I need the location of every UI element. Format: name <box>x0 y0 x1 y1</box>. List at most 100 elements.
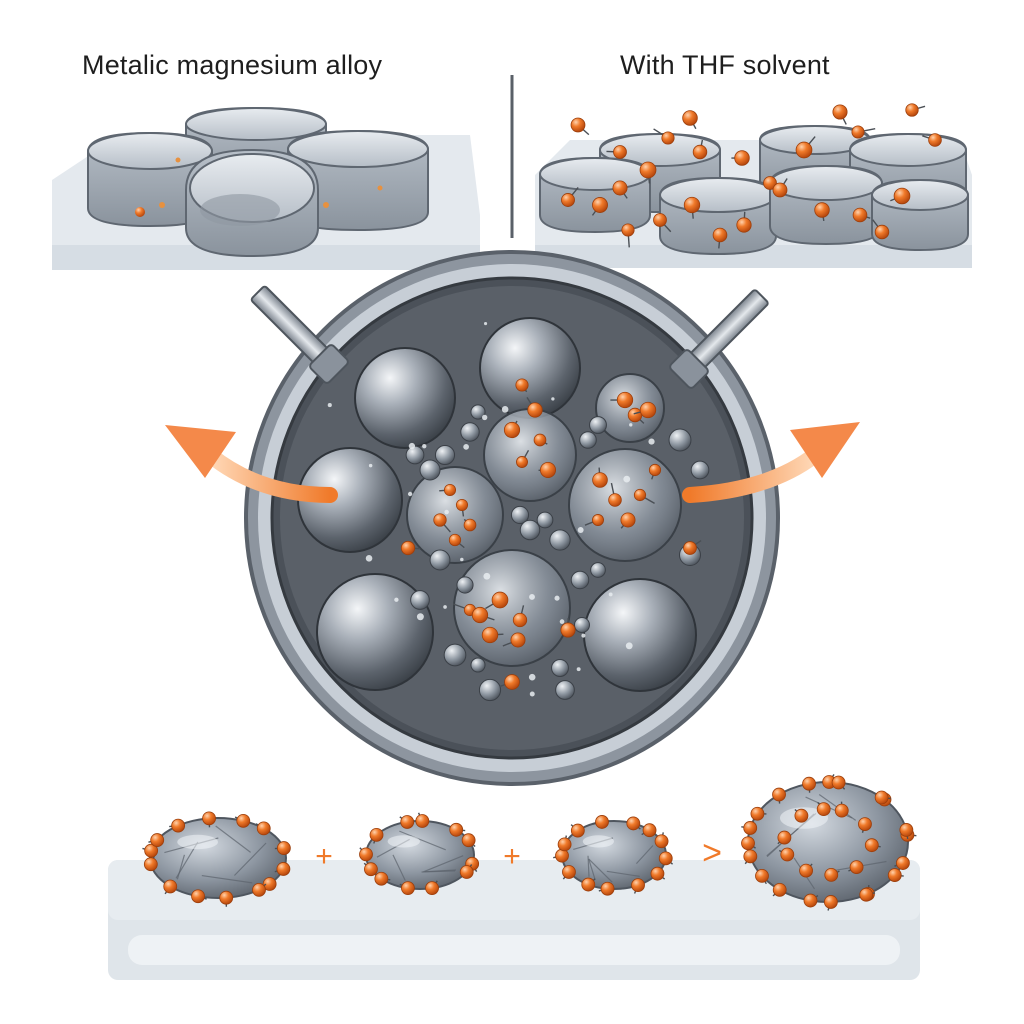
thf-molecule <box>461 833 476 848</box>
thf-molecule <box>799 863 813 878</box>
small-grinding-ball <box>460 422 480 442</box>
platform-slot <box>128 935 900 965</box>
thf-molecule <box>874 790 891 805</box>
thf-molecule <box>533 433 548 447</box>
small-grinding-ball <box>405 445 425 465</box>
small-grinding-ball <box>519 519 541 541</box>
thf-molecule <box>433 513 451 533</box>
thf-molecule <box>658 851 674 866</box>
thf-molecule <box>848 860 864 874</box>
small-grinding-ball <box>510 505 530 525</box>
small-grinding-ball <box>470 657 486 673</box>
metal-pellet <box>87 131 213 228</box>
small-grinding-ball <box>570 570 590 590</box>
thf-molecule <box>887 868 904 882</box>
thf-molecule <box>159 202 165 208</box>
sparkle <box>629 423 633 427</box>
thf-molecule <box>831 775 846 790</box>
sparkle <box>407 491 413 497</box>
plus-operator-1: + <box>315 840 333 873</box>
thf-molecule <box>682 110 698 130</box>
thf-molecule <box>802 776 816 793</box>
thf-molecule <box>512 605 528 628</box>
thf-molecule <box>369 827 384 844</box>
sparkle <box>577 527 584 533</box>
thf-molecule <box>570 823 585 838</box>
thf-molecule <box>823 895 838 911</box>
thf-molecule <box>135 207 145 217</box>
thf-molecule <box>864 838 881 853</box>
thf-molecule <box>653 213 672 233</box>
thf-molecule <box>641 823 657 838</box>
sparkle <box>551 397 555 401</box>
sparkle <box>482 414 488 421</box>
sparkle <box>394 597 399 602</box>
thf-molecule-cloud <box>561 103 942 249</box>
small-grinding-ball <box>668 428 692 452</box>
thf-molecule <box>755 869 769 885</box>
thf-molecule <box>832 104 848 125</box>
sparkle <box>554 595 560 601</box>
sparkle <box>368 463 373 468</box>
thf-molecule <box>377 185 383 191</box>
thf-molecule <box>608 482 622 507</box>
thf-molecule <box>626 816 641 831</box>
thf-molecule <box>274 862 291 876</box>
thf-molecule <box>169 818 186 833</box>
grinding-ball <box>354 347 456 449</box>
thf-molecule <box>653 128 675 145</box>
thf-molecule <box>859 887 876 902</box>
glass-ball <box>568 448 682 562</box>
small-grinding-ball <box>419 459 441 481</box>
small-grinding-ball <box>551 659 569 677</box>
thf-molecule <box>463 518 477 532</box>
thf-molecule <box>219 890 234 907</box>
thf-molecule <box>683 539 702 555</box>
right-probe-icon <box>669 289 769 389</box>
thf-molecule <box>890 187 911 205</box>
thf-molecule <box>592 467 608 488</box>
thf-molecule <box>816 801 831 817</box>
thf-molecule <box>654 832 669 849</box>
thf-molecule <box>741 836 756 851</box>
thf-molecule <box>516 449 530 468</box>
thf-molecule <box>449 822 466 837</box>
sparkle <box>559 619 565 624</box>
left-flow-arrow-icon <box>165 425 338 503</box>
thf-molecule <box>650 866 666 881</box>
thf-molecule <box>692 139 708 160</box>
thf-molecule <box>795 136 816 159</box>
sparkle <box>529 691 535 697</box>
next-step-operator: > <box>702 834 722 872</box>
glass-ball <box>483 408 577 502</box>
thf-molecule <box>163 879 178 895</box>
metal-pellet <box>539 156 651 234</box>
sparkle <box>365 555 373 562</box>
thf-molecule <box>633 401 657 419</box>
thf-molecule <box>557 835 572 852</box>
thf-molecule <box>922 133 942 147</box>
thf-molecule <box>560 618 576 638</box>
metal-pellet <box>871 178 969 252</box>
thf-molecule <box>255 821 271 836</box>
sparkle <box>625 642 633 650</box>
thf-molecule <box>778 847 795 862</box>
small-grinding-ball <box>590 562 606 578</box>
small-grinding-ball <box>429 549 451 571</box>
grinding-ball <box>316 573 434 691</box>
small-grinding-ball <box>555 680 575 700</box>
thf-molecule <box>515 378 529 393</box>
sparkle <box>483 572 491 580</box>
thf-molecule <box>455 498 469 517</box>
thf-molecule <box>772 787 786 804</box>
thf-molecule <box>639 161 657 184</box>
thf-molecule <box>683 196 701 219</box>
bottom-clusters <box>142 774 917 911</box>
small-grinding-ball <box>434 444 456 466</box>
left-panel-title: Metalic magnesium alloy <box>82 50 383 80</box>
metal-pellet <box>659 176 777 256</box>
thf-molecule <box>598 881 615 896</box>
left-pellet-panel <box>52 106 480 270</box>
thf-molecule <box>851 125 876 139</box>
